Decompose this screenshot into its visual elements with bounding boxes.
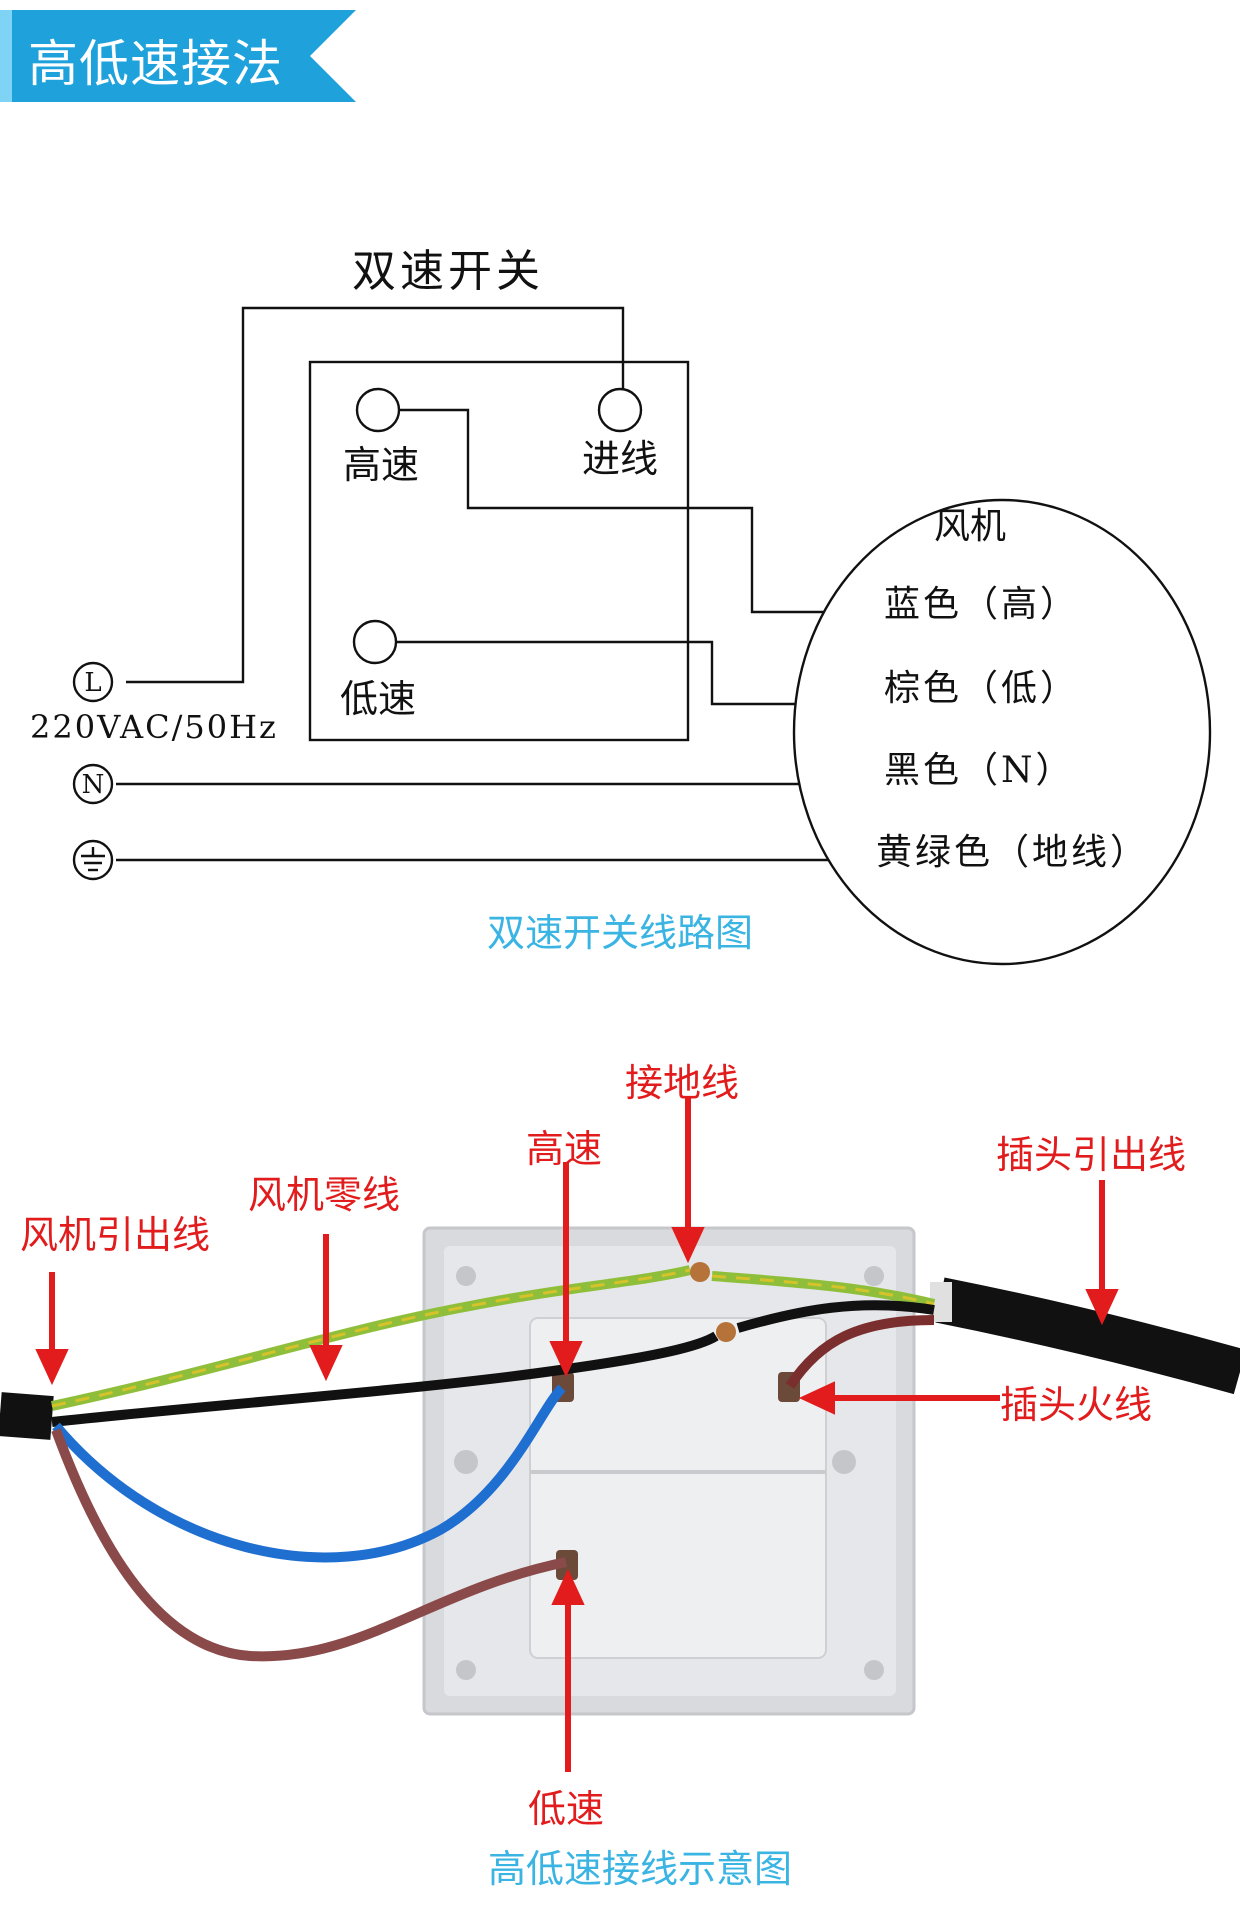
label-high-speed: 高速 (343, 443, 419, 487)
live-symbol-letter: L (84, 668, 101, 698)
fan-wire-blue: 蓝色（高） (884, 584, 1079, 625)
section-banner: 高低速接法 (0, 10, 356, 102)
page-title: 高低速接法 (28, 35, 283, 93)
banner-shape (0, 10, 356, 102)
screw-hole (456, 1266, 476, 1286)
wiring-schematic: 双速开关 高速 进线 低速 L N 220VAC/50Hz 风机 蓝色（高） 棕… (0, 200, 1240, 990)
label-fan-cable: 风机引出线 (20, 1213, 211, 1257)
schematic-caption: 双速开关线路图 (486, 911, 753, 955)
earth-symbol (72, 839, 114, 881)
arrowhead (309, 1345, 343, 1382)
live-input-wire (126, 306, 625, 684)
earth-wire-stripe (51, 1268, 691, 1408)
neutral-wire-joint (716, 1322, 736, 1342)
label-low-speed: 低速 (340, 677, 416, 721)
high-speed-wire (378, 408, 846, 614)
screw-hole (456, 1660, 476, 1680)
screw-hole (454, 1450, 478, 1474)
schematic-svg: 双速开关 高速 进线 低速 L N 220VAC/50Hz 风机 蓝色（高） 棕… (30, 246, 1212, 966)
fan-wire-black: 黑色（N） (884, 750, 1075, 791)
arrowhead (549, 1341, 583, 1378)
earth-wire-joint (690, 1262, 710, 1282)
neutral-symbol (72, 763, 114, 805)
supply-voltage-label: 220VAC/50Hz (30, 708, 278, 746)
arrowhead (798, 1381, 835, 1415)
label-low-speed-photo: 低速 (528, 1787, 605, 1831)
fan-wire-brown: 棕色（低） (884, 668, 1079, 709)
terminal-input (597, 387, 643, 433)
label-ground-wire: 接地线 (625, 1061, 740, 1105)
fan-neutral-wire (51, 1331, 719, 1427)
live-symbol (72, 661, 114, 703)
low-speed-wire (375, 640, 830, 706)
low-speed-brown-wire (51, 1428, 568, 1662)
high-speed-blue-wire (52, 1384, 566, 1563)
arrowhead (551, 1568, 585, 1605)
screw-hole (864, 1266, 884, 1286)
label-plug-live: 插头火线 (1000, 1383, 1153, 1427)
terminal-high (355, 387, 401, 433)
switch-title: 双速开关 (352, 246, 544, 297)
terminal-low (352, 619, 398, 665)
label-input: 进线 (582, 437, 658, 481)
photo-caption: 高低速接线示意图 (487, 1847, 792, 1891)
arrowhead (1085, 1289, 1119, 1326)
screw-hole (864, 1660, 884, 1680)
screw-hole (832, 1450, 856, 1474)
plug-live-wire (785, 1315, 935, 1389)
module-divider (530, 1470, 826, 1474)
photo-illustration (0, 1096, 1240, 1772)
neutral-symbol-letter: N (82, 770, 105, 800)
label-plug-cable: 插头引出线 (996, 1133, 1187, 1177)
label-fan-neutral: 风机零线 (248, 1173, 401, 1217)
switch-box (308, 360, 690, 742)
fan-wire-earth: 黄绿色（地线） (876, 832, 1149, 873)
fan-motor-ellipse (792, 498, 1212, 966)
fan-cable (0, 1392, 54, 1440)
arrowhead (671, 1227, 705, 1264)
plug-cable (935, 1277, 1240, 1395)
label-high-speed-photo: 高速 (526, 1127, 603, 1171)
wiring-photo: 接地线 高速 插头引出线 风机零线 风机引出线 插头火线 低速 (0, 1030, 1240, 1920)
arrowhead (35, 1349, 69, 1386)
earth-wire-plug-stripe (711, 1274, 935, 1306)
plug-neutral-wire (736, 1300, 935, 1333)
switch-module (529, 1317, 827, 1659)
fan-title: 风机 (934, 506, 1006, 547)
terminal-low-hole (556, 1550, 578, 1580)
